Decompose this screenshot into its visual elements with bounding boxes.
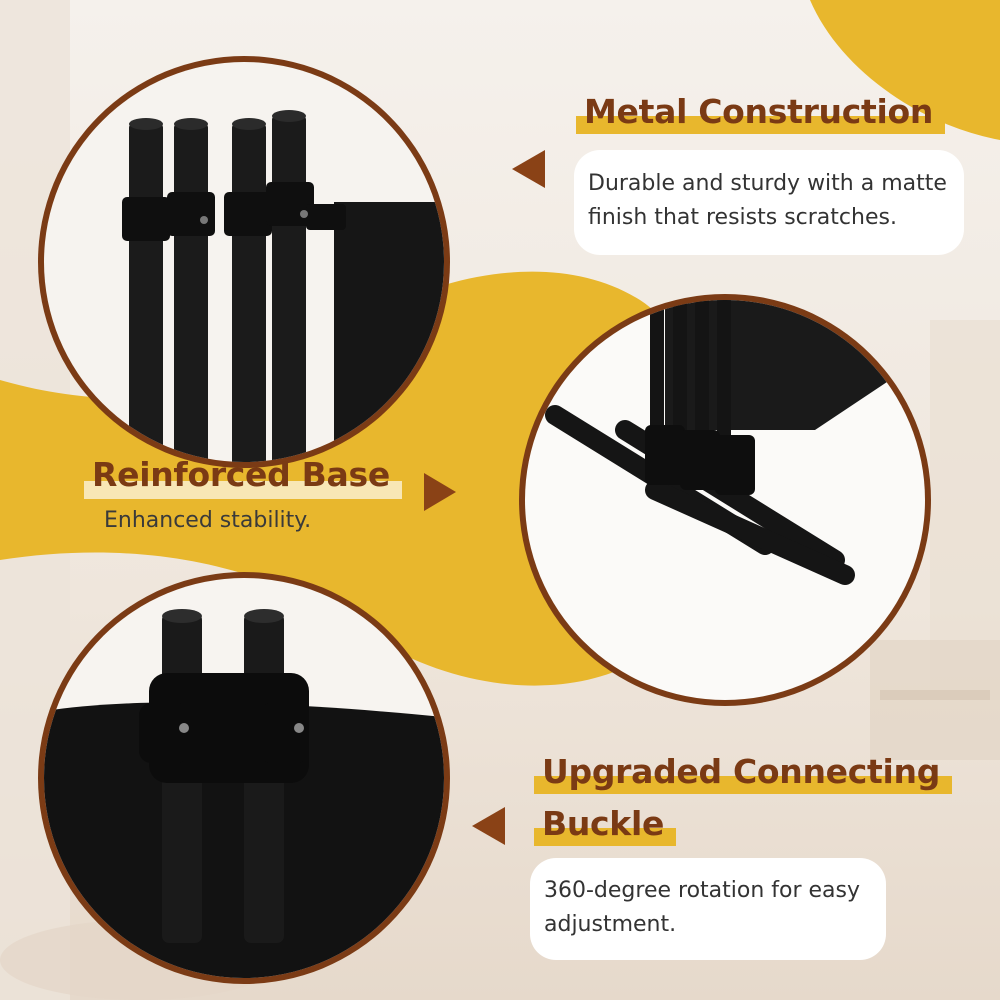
reinforced-base-description: Enhanced stability. [104,508,312,533]
reinforced-base-photo [519,294,931,706]
metal-construction-heading: Metal Construction [576,92,946,134]
pointer-triangle-top [512,150,545,188]
metal-construction-card: Durable and sturdy with a matte finish t… [574,150,964,255]
connecting-buckle-photo [38,572,450,984]
connecting-buckle-heading-line1: Upgraded Connecting [534,752,953,794]
heading-highlight [534,828,677,846]
connecting-buckle-heading-line2: Buckle [534,804,677,846]
connecting-buckle-card: 360-degree rotation for easy adjustment. [530,858,886,960]
metal-poles-photo [38,56,450,468]
pointer-triangle-bottom [472,807,505,845]
connecting-buckle-description: 360-degree rotation for easy adjustment. [544,878,861,937]
metal-construction-description: Durable and sturdy with a matte finish t… [588,171,947,230]
pointer-triangle-middle [424,473,456,511]
heading-highlight [84,481,402,499]
heading-highlight [576,116,946,134]
heading-highlight [534,776,953,794]
reinforced-base-heading: Reinforced Base [84,455,402,499]
